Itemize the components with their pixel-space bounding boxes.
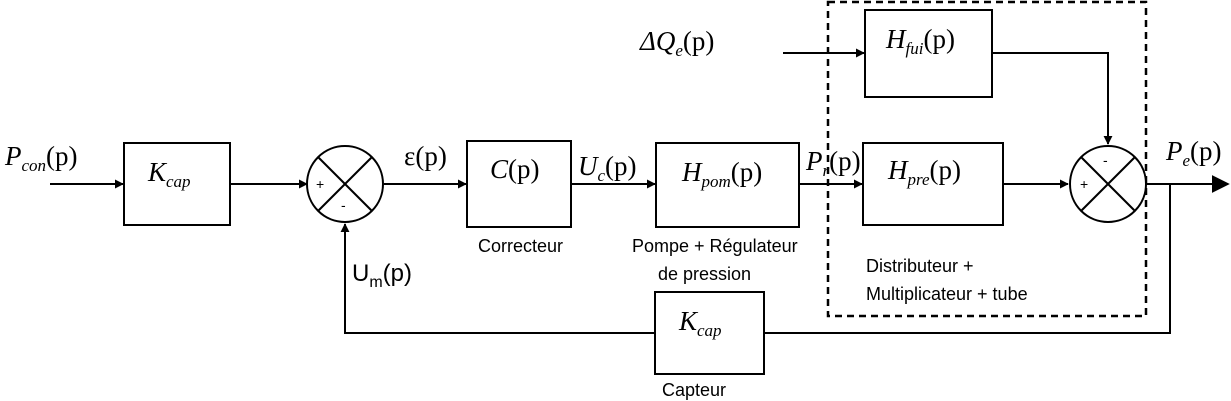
kcap-input-sub: cap [166,172,191,191]
svg-text:Kcap: Kcap [678,306,722,340]
caption-pump-line1: Pompe + Régulateur [632,236,798,256]
signal-disturbance-label: ΔQe(p) [639,26,714,60]
kcap-feedback-block: Kcap [654,291,765,375]
svg-text:C(p): C(p) [490,154,540,184]
kcap-feedback-main: K [678,306,699,336]
distributor-subsystem-frame [826,0,1148,318]
corrector-block: C(p) [466,140,572,228]
corrector-main: C [490,154,509,184]
svg-text:Hfui(p): Hfui(p) [885,24,955,58]
kcap-input-main: K [147,157,168,187]
leak-block: Hfui(p) [864,9,993,98]
signal-pr-label: Pr(p) [805,146,861,180]
signal-error-label: ε(p) [404,141,447,171]
wire-leak-to-sum2 [992,52,1113,145]
pump-args: (p) [731,157,762,187]
leak-sub: fui [906,39,924,58]
sum2-plus-sign: + [1080,176,1088,192]
sum1-minus-sign: - [341,197,346,213]
pump-block: Hpom(p) [655,142,800,228]
wire-feedback-out [764,184,1171,334]
summing-junction-2: + - [1069,145,1147,223]
caption-sensor: Capteur [662,380,726,400]
signal-measure-label: Um(p) [352,260,412,291]
corrector-args: (p) [508,154,539,184]
wire-feedback-in [340,223,655,334]
svg-text:Hpom(p): Hpom(p) [681,157,762,191]
pump-main: H [681,157,703,187]
svg-text:Kcap: Kcap [147,157,191,191]
caption-distributor-line2: Multiplicateur + tube [866,284,1028,304]
kcap-input-block: Kcap [123,142,231,226]
pressure-sub: pre [907,170,930,189]
pressure-args: (p) [930,155,961,185]
summing-junction-1: + - [306,145,384,223]
pressure-main: H [887,155,909,185]
caption-pump-line2: de pression [658,264,751,284]
signal-input-label: Pcon(p) [4,141,78,175]
signal-output-label: Pe(p) [1165,136,1222,170]
leak-main: H [885,24,907,54]
signal-command-label: Uc(p) [578,151,637,185]
svg-text:Hpre(p): Hpre(p) [887,155,961,189]
caption-distributor-line1: Distributeur + [866,256,974,276]
sum1-plus-sign: + [316,176,324,192]
sum2-minus-sign: - [1103,152,1108,168]
caption-corrector: Correcteur [478,236,563,256]
pressure-block: Hpre(p) [862,142,1004,226]
pump-sub: pom [701,172,731,191]
leak-args: (p) [923,24,954,54]
kcap-feedback-sub: cap [697,321,722,340]
